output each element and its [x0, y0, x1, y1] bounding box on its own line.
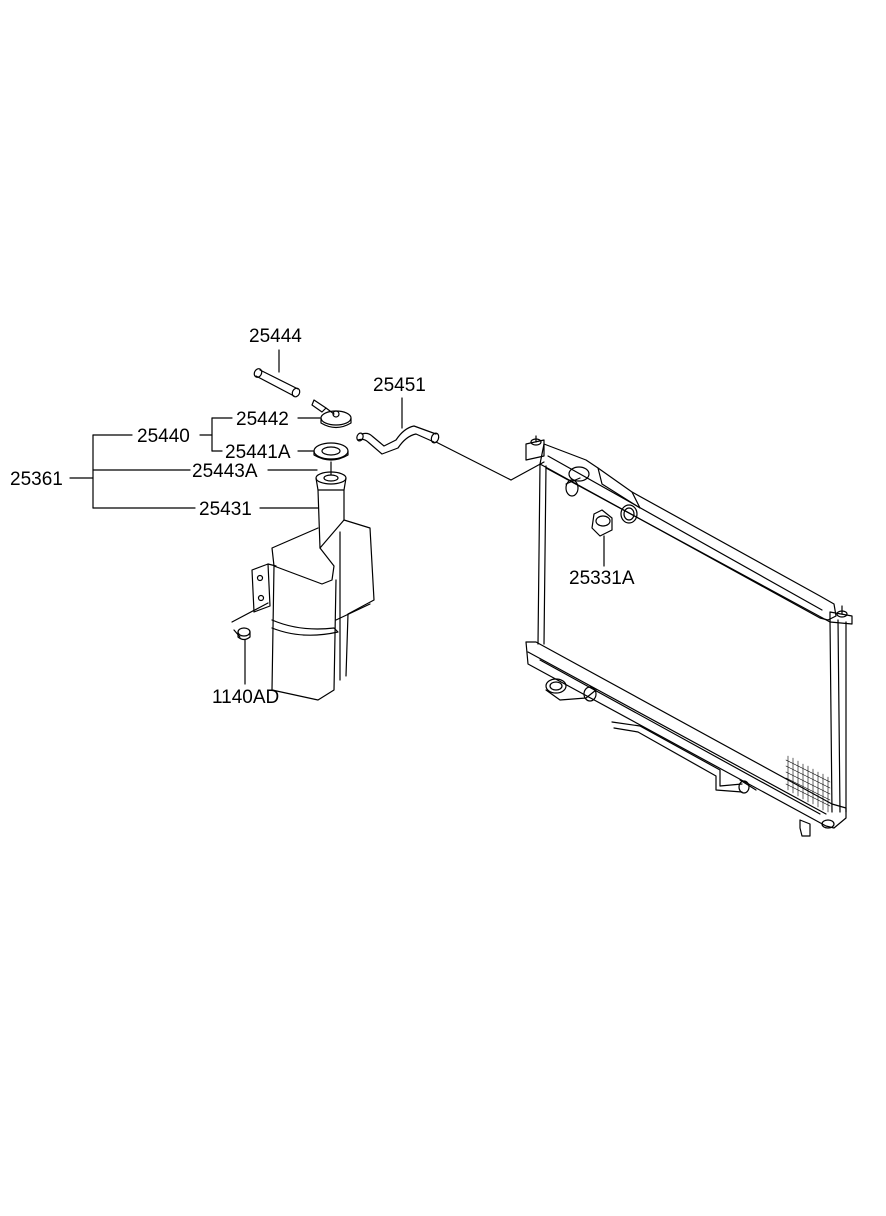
- cap-gasket: [314, 443, 348, 460]
- label-25440: 25440: [137, 426, 190, 447]
- leader-lines: [70, 350, 604, 684]
- label-25441A: 25441A: [225, 442, 291, 463]
- label-25442: 25442: [236, 409, 289, 430]
- radiator: [526, 436, 852, 836]
- label-25361: 25361: [10, 469, 63, 490]
- reservoir-tank: [252, 462, 374, 700]
- label-25444: 25444: [249, 326, 302, 347]
- reservoir-cap: [312, 400, 351, 428]
- label-1140AD: 1140AD: [212, 687, 280, 708]
- overflow-hose: [253, 367, 301, 398]
- label-25431: 25431: [199, 499, 252, 520]
- reservoir-hose: [356, 426, 440, 454]
- radiator-core-mesh: [786, 756, 830, 812]
- label-25331A: 25331A: [569, 568, 635, 589]
- mounting-bolt: [234, 628, 250, 640]
- label-25443A: 25443A: [192, 461, 258, 482]
- label-25451: 25451: [373, 375, 426, 396]
